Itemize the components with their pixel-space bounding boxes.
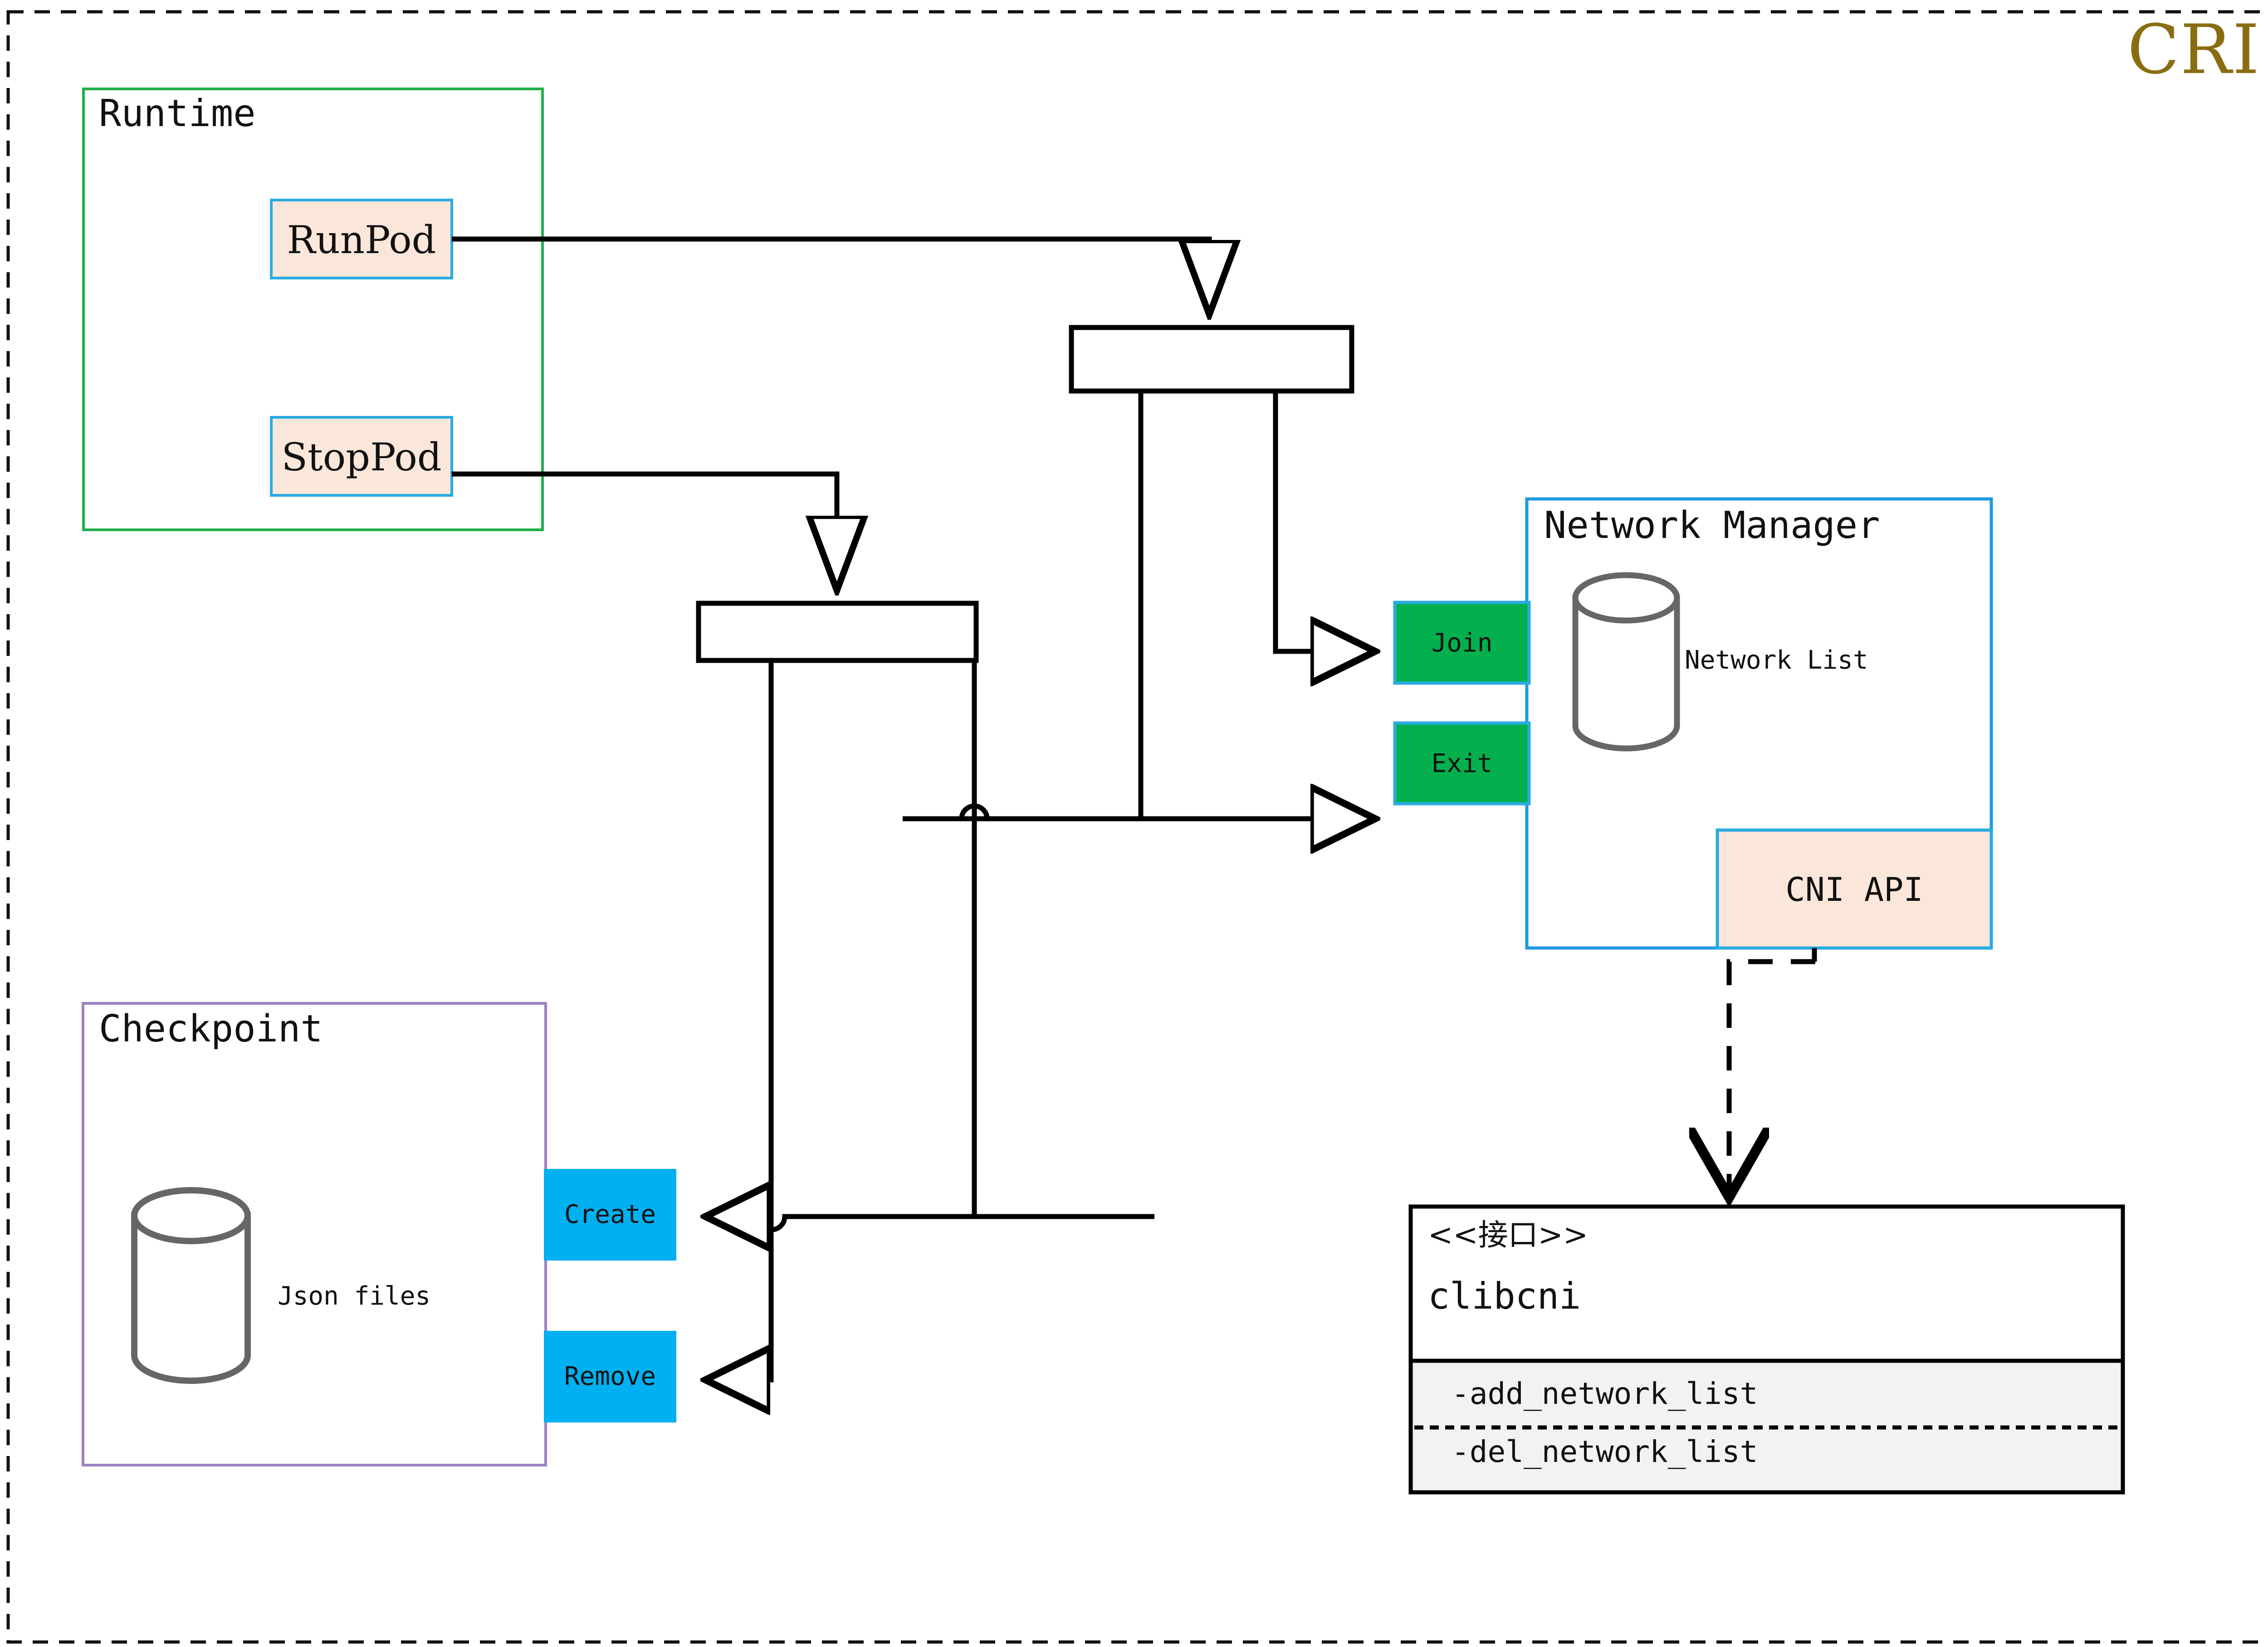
node-exit-box[interactable] <box>1393 721 1531 806</box>
edge-runpod-to-fork <box>452 236 1209 315</box>
group-title-network-manager: Network Manager <box>1544 504 1880 547</box>
node-label-exit[interactable]: Exit <box>1431 749 1493 778</box>
page-title: CRI <box>2127 10 2260 89</box>
node-stoppod-box[interactable] <box>270 416 453 497</box>
datastore-label-network-list: Network List <box>1685 645 1868 675</box>
datastore-network-list-icon <box>1572 572 1680 752</box>
edge-cniapi-to-clibcni <box>1729 948 1817 1197</box>
node-label-remove[interactable]: Remove <box>564 1362 656 1391</box>
node-join-box[interactable] <box>1393 601 1531 685</box>
node-label-create[interactable]: Create <box>564 1200 656 1229</box>
interface-method-add: -add_network_list <box>1452 1376 1758 1411</box>
interface-stereotype: <<接口>> <box>1428 1217 1589 1252</box>
node-label-cni-api[interactable]: CNI API <box>1785 870 1923 909</box>
node-label-stoppod[interactable]: StopPod <box>281 435 442 479</box>
node-label-join[interactable]: Join <box>1431 628 1493 658</box>
node-runpod-box[interactable] <box>270 199 453 279</box>
node-create-box[interactable] <box>544 1169 676 1261</box>
edge-stoppod-to-fork <box>452 471 837 591</box>
edge-fork-bottom-right-leg <box>785 660 977 1219</box>
node-cni-api-box[interactable] <box>1716 828 1993 950</box>
node-label-runpod[interactable]: RunPod <box>287 218 436 262</box>
fork-bar-bottom <box>696 601 979 663</box>
interface-clibcni-header <box>1408 1204 2125 1363</box>
outer-dashed-frame <box>6 10 2268 1644</box>
interface-method-del: -del_network_list <box>1452 1434 1758 1469</box>
datastore-label-json-files: Json files <box>278 1281 431 1311</box>
interface-name: clibcni <box>1428 1275 1581 1317</box>
node-remove-box[interactable] <box>544 1331 676 1422</box>
group-title-runtime: Runtime <box>99 92 256 135</box>
edge-fork-to-create <box>705 660 1154 1230</box>
datastore-json-files-icon <box>131 1187 251 1384</box>
fork-bar-top <box>1069 325 1354 394</box>
edge-fork-to-remove <box>705 1220 774 1380</box>
edge-fork-to-join <box>1273 391 1375 651</box>
group-title-checkpoint: Checkpoint <box>99 1007 323 1051</box>
